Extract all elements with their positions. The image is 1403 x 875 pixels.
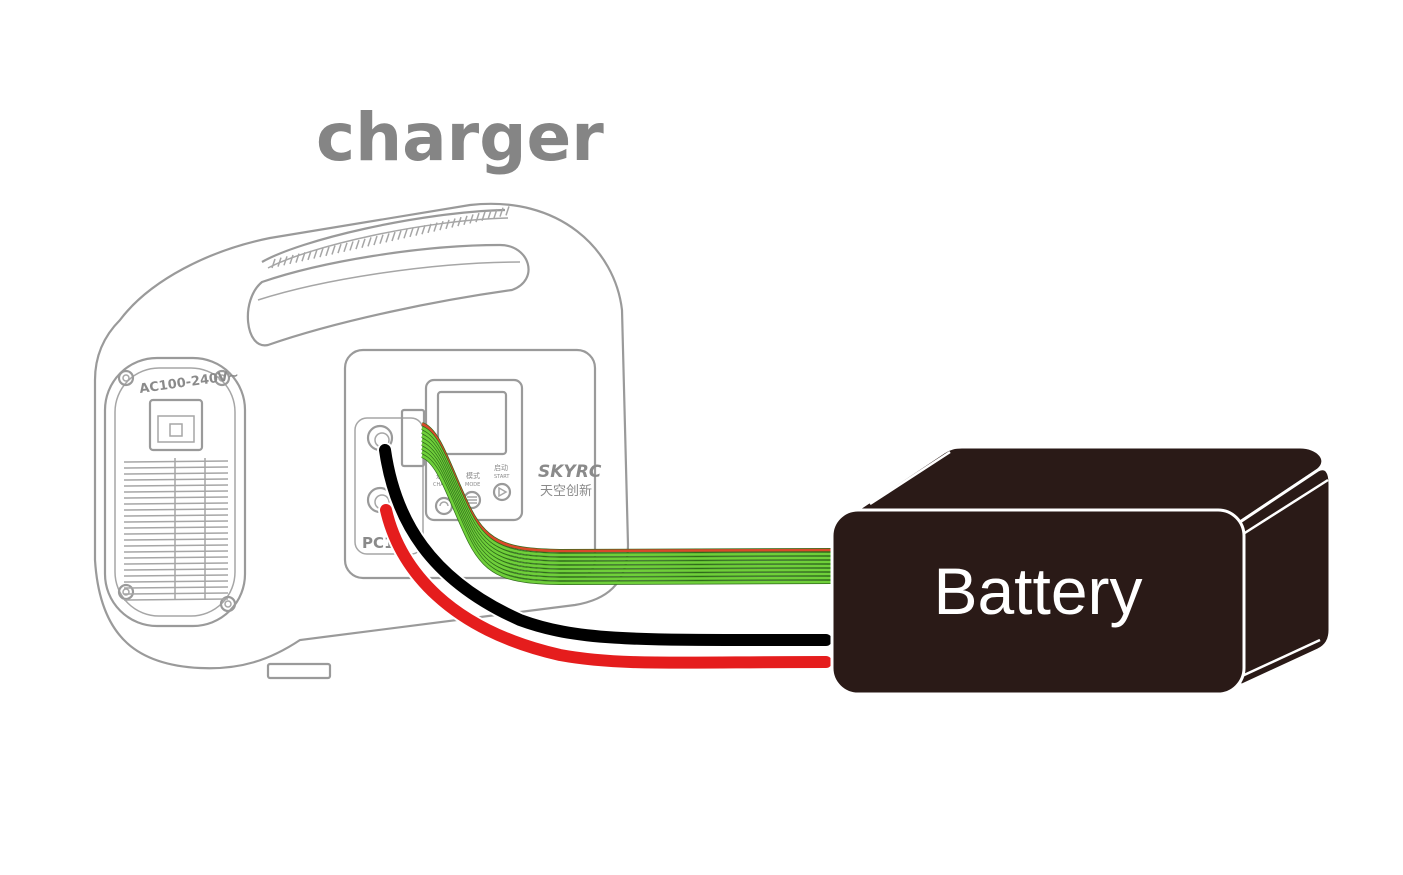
start-icon: [492, 482, 512, 502]
grille-line: [123, 502, 229, 505]
charger-body-outline: [93, 202, 630, 670]
charger-title: charger: [316, 99, 604, 176]
vent-slot: [331, 245, 336, 255]
top-vent-lines: [271, 206, 510, 269]
vent-slot: [439, 220, 444, 231]
battery: Battery: [830, 445, 1332, 696]
balance-lead: [421, 422, 833, 586]
panel-screws: [117, 369, 237, 613]
vent-slot: [481, 211, 486, 221]
grille-line: [123, 526, 229, 529]
vent-slot: [445, 219, 450, 230]
display-screen: [436, 390, 508, 456]
front-panel: [343, 348, 597, 580]
ac-input-label: AC100-240V~: [138, 368, 239, 397]
grille-line: [123, 532, 229, 535]
grille-line: [123, 508, 229, 511]
grille-line: [123, 520, 229, 523]
negative-lead-core: [379, 444, 832, 647]
battery-front-face: [830, 508, 1246, 696]
vent-slot: [499, 207, 504, 217]
grille-line: [123, 562, 229, 565]
vent-slot: [421, 225, 426, 235]
vent-slot: [367, 237, 372, 247]
start-label-cn: 启动: [494, 463, 508, 472]
grille-line: [123, 598, 229, 601]
side-grille: [123, 458, 229, 601]
grille-line: [123, 538, 229, 541]
vent-slot: [379, 234, 384, 244]
vent-slot: [475, 212, 480, 223]
start-button: 启动 START: [492, 463, 512, 502]
vent-slot: [373, 235, 378, 246]
vent-slot: [463, 215, 468, 226]
vent-slot: [493, 208, 498, 219]
vent-slot: [337, 243, 342, 254]
vent-slot: [319, 247, 324, 258]
mode-label-cn: 模式: [466, 471, 480, 480]
grille-line: [123, 592, 229, 595]
vent-slot: [487, 210, 492, 220]
vent-slot: [451, 218, 456, 228]
vent-slot: [469, 214, 474, 224]
vent-slot: [427, 223, 432, 234]
vent-slot: [385, 233, 390, 243]
wires: [377, 422, 834, 671]
vent-slot: [457, 216, 462, 227]
vent-slot: [277, 257, 282, 267]
grille-line: [123, 484, 229, 487]
vent-slot: [409, 227, 414, 238]
vent-slot: [283, 256, 288, 266]
grille-line: [123, 568, 229, 571]
grille-line: [123, 586, 229, 589]
vent-slot: [295, 253, 300, 263]
vent-slot: [313, 249, 318, 259]
vent-slot: [355, 239, 360, 250]
vent-slot: [391, 231, 396, 242]
grille-line: [123, 574, 229, 577]
vent-slot: [361, 238, 366, 248]
grille-line: [123, 514, 229, 517]
vent-slot: [397, 230, 402, 240]
start-label-en: START: [494, 474, 510, 480]
vent-slot: [289, 254, 294, 265]
vent-slot: [301, 252, 306, 262]
grille-line: [123, 466, 229, 469]
positive-lead-core: [380, 504, 832, 669]
vent-slot: [349, 241, 354, 251]
vent-slot: [505, 206, 510, 216]
charger-foot: [266, 662, 332, 680]
grille-line: [123, 550, 229, 553]
grille-line: [123, 472, 229, 475]
grille-line: [123, 580, 229, 583]
vent-slot: [403, 229, 408, 239]
balance-strand: [421, 454, 833, 585]
vent-slot: [307, 250, 312, 261]
handle: [246, 243, 530, 347]
grille-line: [123, 496, 229, 499]
grille-line: [123, 490, 229, 493]
vent-slot: [415, 226, 420, 236]
vent-slot: [343, 242, 348, 253]
brand-cn: 天空创新: [540, 483, 592, 499]
output-port-plate: [354, 417, 424, 555]
mode-label-en: MODE: [465, 482, 480, 488]
grille-line: [123, 478, 229, 481]
ac-socket: [148, 398, 204, 452]
grille-line: [123, 460, 229, 463]
brand-logo: SKYRC: [538, 462, 602, 482]
vent-slot: [433, 222, 438, 232]
battery-label: Battery: [933, 554, 1142, 628]
ac-side-panel: [103, 356, 247, 628]
top-vent: [261, 208, 509, 269]
vent-slot: [271, 258, 276, 269]
grille-line: [123, 544, 229, 547]
charger: AC100-240V~ PC15 通道 CHANNEL: [93, 202, 630, 680]
grille-line: [123, 556, 229, 559]
vent-slot: [325, 246, 330, 257]
